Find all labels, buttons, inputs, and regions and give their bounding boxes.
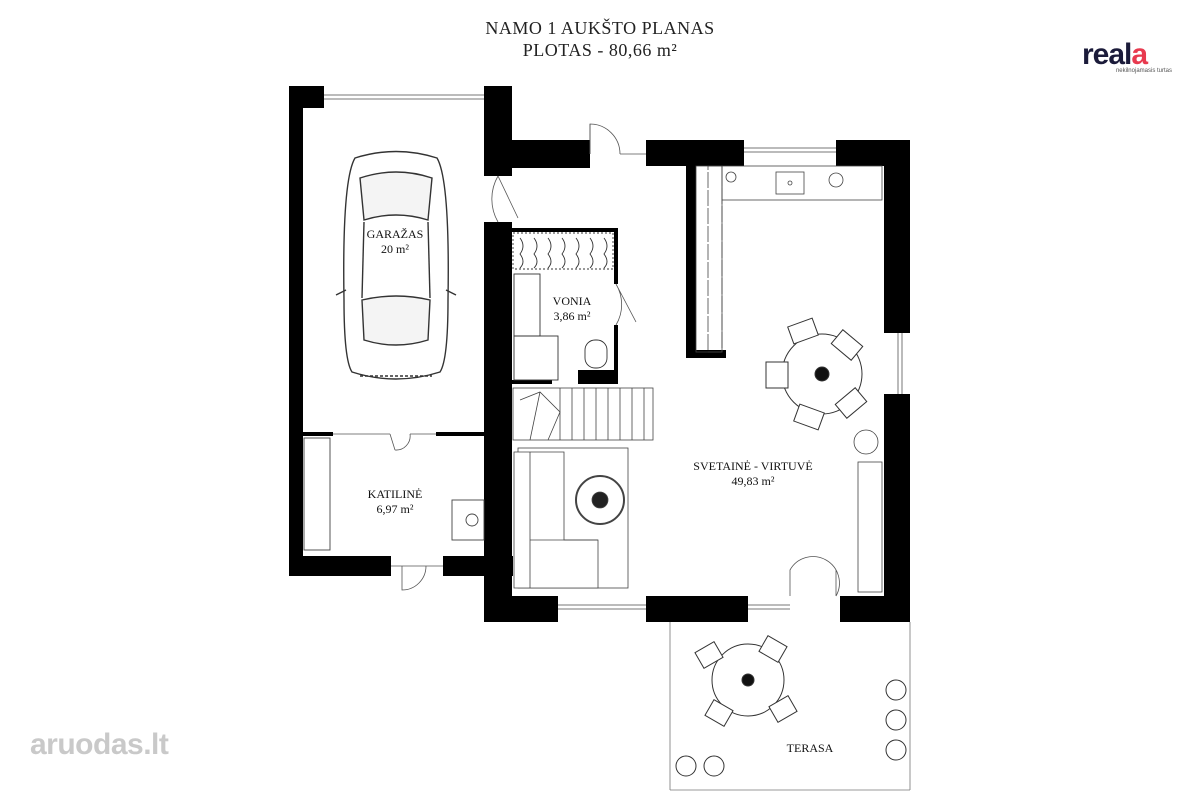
plant-icons [675,679,907,777]
room-katiline: KATILINĖ 6,97 m² [345,487,445,517]
aruodas-logo[interactable]: aruodas.lt [30,728,169,762]
room-vonia: VONIA 3,86 m² [537,294,607,324]
room-katiline-area: 6,97 m² [376,502,414,516]
reala-logo-accent: a [1131,38,1148,71]
reala-logo-word: reala [1082,40,1182,70]
room-svetaine-virtuve: SVETAINĖ - VIRTUVĖ 49,83 m² [678,459,828,489]
terrace-table [694,635,798,727]
room-katiline-name: KATILINĖ [367,487,423,501]
katiline-equipment [303,437,485,551]
room-garazas-area: 20 m² [381,242,409,256]
car-icon [335,150,457,380]
room-garazas-name: GARAŽAS [366,227,424,241]
terrace [669,622,911,791]
reala-logo[interactable]: reala nekilnojamasis turtas [1082,40,1182,75]
room-terasa: TERASA [770,741,850,756]
dining-table [765,317,868,431]
bathroom-fixtures [512,232,614,381]
living-furniture [513,429,883,593]
walls [289,86,910,622]
reala-logo-tagline: nekilnojamasis turtas [1115,68,1172,74]
room-svetaine-virtuve-area: 49,83 m² [731,474,775,488]
room-terasa-name: TERASA [786,741,834,755]
room-vonia-area: 3,86 m² [553,309,591,323]
plan-title: NAMO 1 AUKŠTO PLANAS [485,18,715,38]
room-vonia-name: VONIA [552,294,592,308]
doors [333,123,840,597]
kitchen-counters [695,165,883,353]
reala-logo-main: real [1082,38,1132,71]
windows [324,94,903,610]
stairs [512,387,654,441]
room-svetaine-virtuve-name: SVETAINĖ - VIRTUVĖ [693,459,813,473]
plan-area-total: PLOTAS - 80,66 m² [522,40,678,60]
room-garazas: GARAŽAS 20 m² [340,227,450,257]
aruodas-logo-word: aruodas.lt [30,728,169,761]
